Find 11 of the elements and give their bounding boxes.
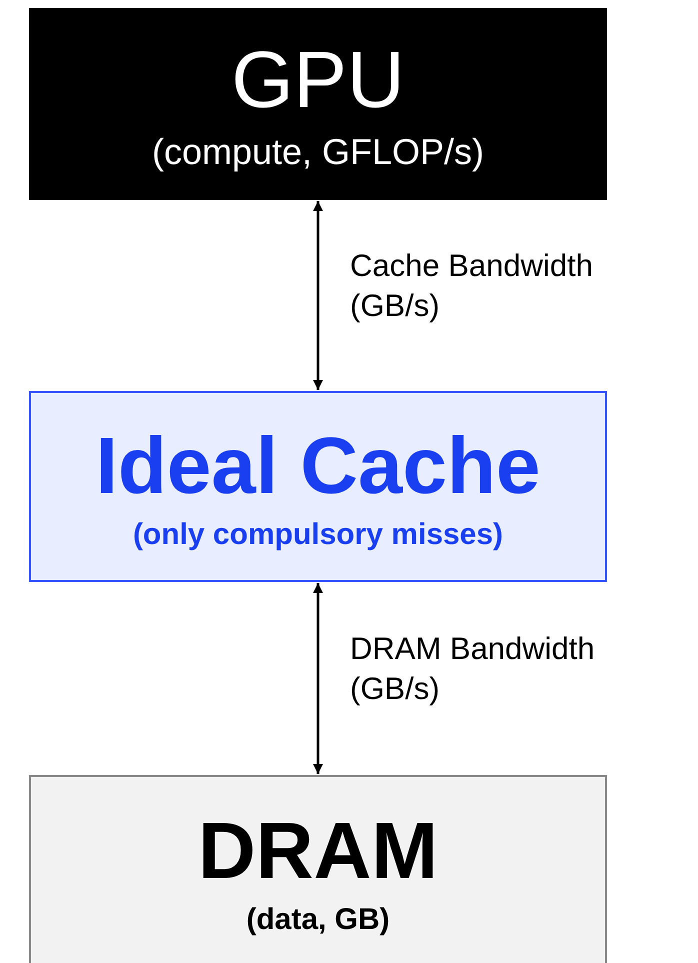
- node-title: Ideal Cache: [96, 422, 540, 510]
- gpu-box: [29, 8, 607, 200]
- double-arrow: [313, 583, 323, 774]
- cache-box: [29, 391, 607, 582]
- node-subtitle: (compute, GFLOP/s): [152, 132, 484, 172]
- node-title: GPU: [231, 36, 405, 124]
- node-title: DRAM: [198, 807, 438, 895]
- double-arrow: [313, 201, 323, 390]
- node-subtitle: (only compulsory misses): [132, 518, 504, 551]
- dram-box: [29, 775, 607, 963]
- node-subtitle: (data, GB): [246, 903, 390, 936]
